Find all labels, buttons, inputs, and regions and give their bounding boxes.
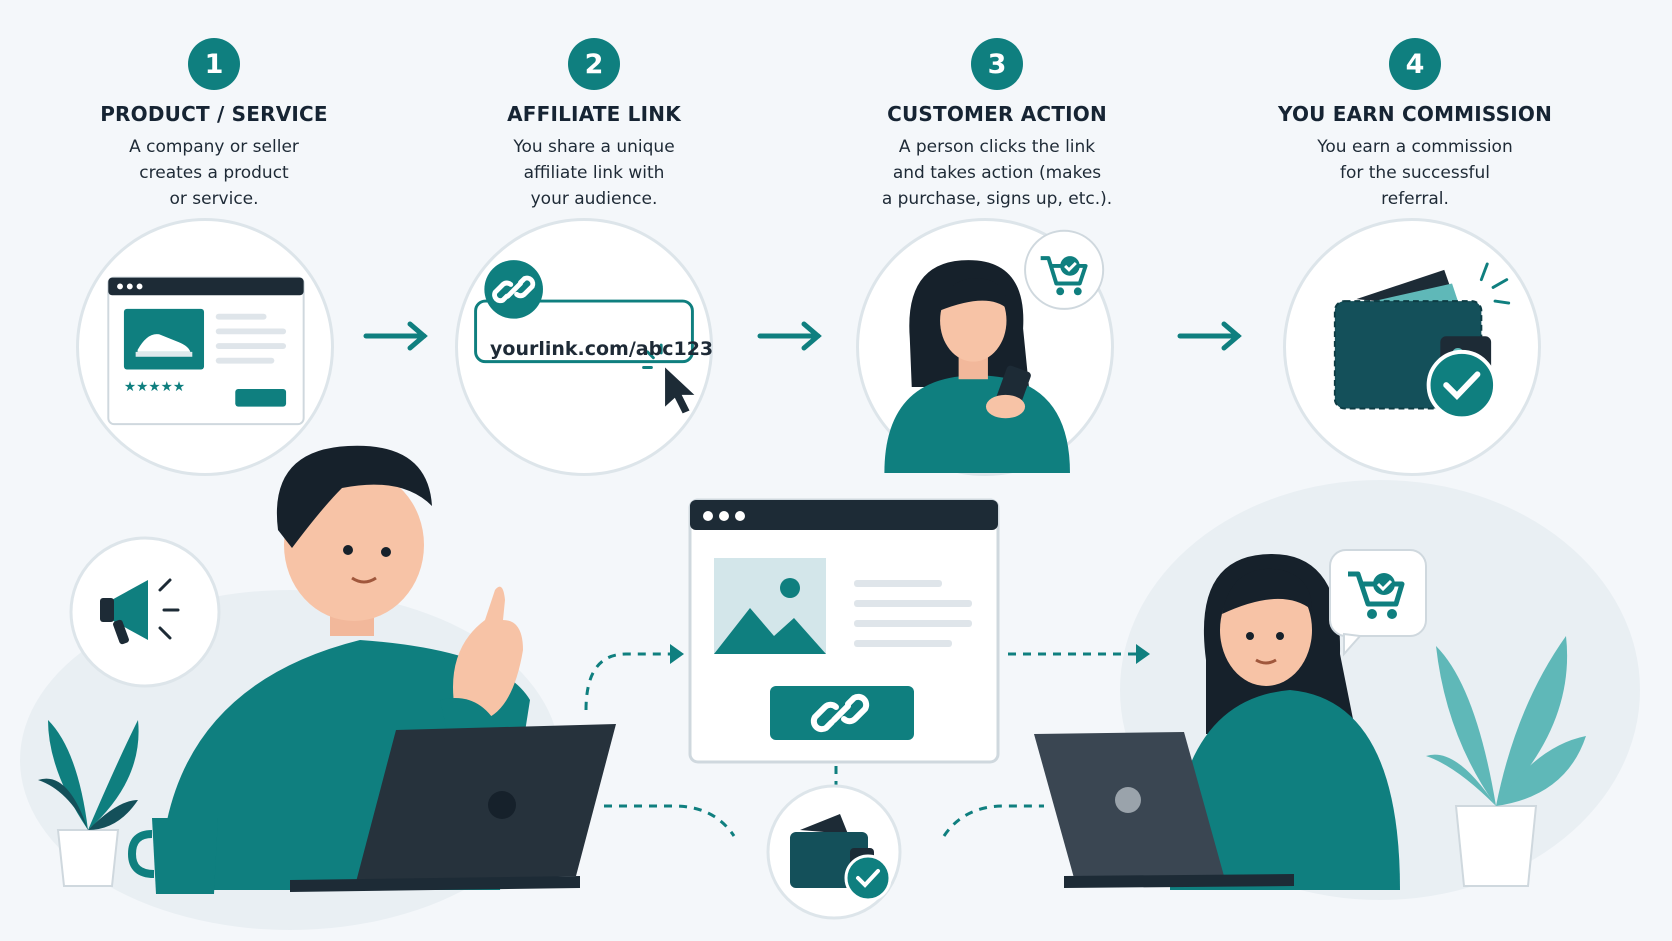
step-3-desc-line: A person clicks the link: [898, 137, 1096, 157]
cart-check-icon: [1329, 549, 1427, 657]
step-4-title: YOU EARN COMMISSION: [1277, 102, 1553, 126]
laptop-icon: [290, 724, 616, 892]
step-1-desc-line: creates a product: [139, 163, 289, 183]
svg-text:★★★★★: ★★★★★: [124, 379, 185, 395]
product-page-icon: ★★★★★: [107, 276, 305, 426]
step-2-desc-line: your audience.: [530, 189, 658, 209]
image-icon: [714, 558, 826, 654]
step-3-number: 3: [971, 38, 1023, 90]
step-1-number: 1: [188, 38, 240, 90]
step-2-desc-line: affiliate link with: [523, 163, 665, 183]
woman-illustration: [1170, 554, 1400, 890]
step-1-desc-line: or service.: [169, 189, 259, 209]
customer-phone-icon: [884, 229, 1105, 473]
step-2-title: AFFILIATE LINK: [507, 102, 681, 126]
step-3-desc-line: and takes action (makes: [892, 163, 1102, 183]
step-1-title: PRODUCT / SERVICE: [100, 102, 328, 126]
link-chain-icon: [810, 693, 870, 733]
arrow-right-icon: [363, 321, 1242, 351]
laptop-icon: [1034, 732, 1294, 888]
step-2-number: 2: [568, 38, 620, 90]
cursor-icon: [665, 367, 695, 414]
step-4-desc-line: referral.: [1381, 189, 1449, 209]
step-2-desc-line: You share a unique: [513, 137, 675, 157]
arrow-right-icon: [670, 644, 1150, 664]
browser-window: [688, 498, 1000, 764]
step-4-desc-line: You earn a commission: [1317, 137, 1513, 157]
cart-check-icon: [1040, 256, 1088, 296]
step-2-description: You share a unique affiliate link with y…: [434, 134, 754, 212]
step-1-desc-line: A company or seller: [129, 137, 299, 157]
step-2-illustration: [455, 218, 713, 476]
plant-icon: [38, 720, 139, 887]
mug-icon: [127, 818, 218, 894]
step-3-title: CUSTOMER ACTION: [887, 102, 1107, 126]
step-4-description: You earn a commission for the successful…: [1255, 134, 1575, 212]
step-4-illustration: [1283, 218, 1541, 476]
affiliate-link-text: yourlink.com/abc123: [490, 338, 714, 360]
megaphone-icon: [69, 536, 221, 688]
step-3-illustration: [856, 218, 1114, 476]
step-1-illustration: ★★★★★: [76, 218, 334, 476]
step-4-number: 4: [1389, 38, 1441, 90]
affiliate-link-icon: [474, 260, 695, 414]
plant-icon: [1426, 636, 1586, 887]
wallet-check-icon: [1333, 262, 1511, 421]
step-3-desc-line: a purchase, signs up, etc.).: [881, 189, 1113, 209]
wallet-check-icon: [766, 784, 902, 920]
step-1-description: A company or seller creates a product or…: [54, 134, 374, 212]
step-3-description: A person clicks the link and takes actio…: [837, 134, 1157, 212]
step-4-desc-line: for the successful: [1339, 163, 1491, 183]
